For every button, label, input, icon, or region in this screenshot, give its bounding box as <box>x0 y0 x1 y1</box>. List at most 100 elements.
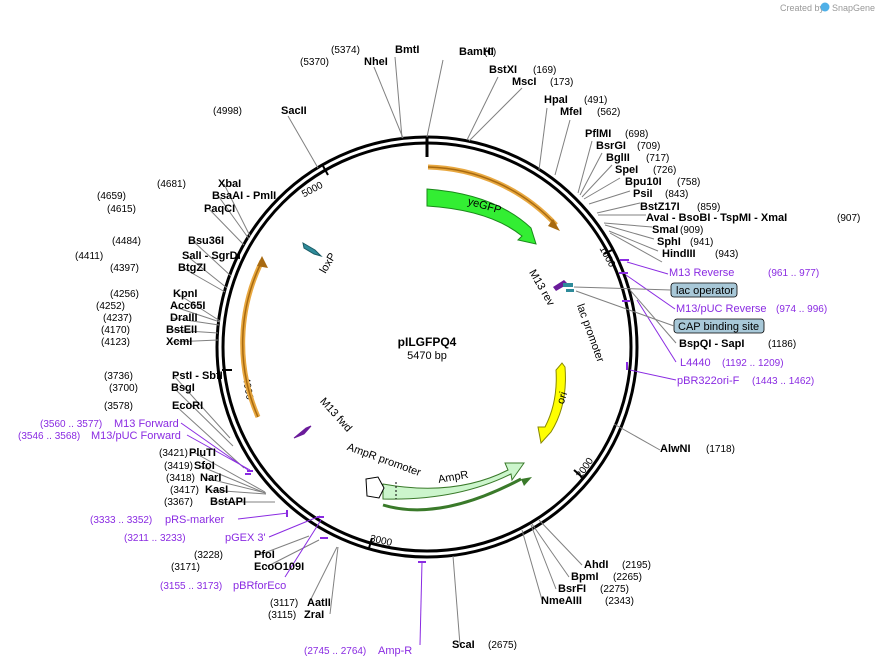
site-name: SpeI <box>615 164 638 176</box>
primer-range: (3560 .. 3577) <box>40 419 102 430</box>
site-name: BsrFI <box>558 583 586 595</box>
site-position: (5370) <box>300 57 329 68</box>
lac-operator-label: lac operator <box>676 285 734 297</box>
site-position: (4998) <box>213 106 242 117</box>
site-position: (3578) <box>104 401 133 412</box>
primer-name: pRS-marker <box>165 514 225 526</box>
site-position: (0) <box>484 47 496 58</box>
site-position: (4484) <box>112 236 141 247</box>
primer-range: (3155 .. 3173) <box>160 581 222 592</box>
site-name: DraIII <box>170 312 198 324</box>
site-position: (717) <box>646 153 669 164</box>
site-name: PstI - SbfI <box>172 370 223 382</box>
primer-name: L4440 <box>680 357 711 369</box>
site-labels: BamHI(0)BstXI(169)MscI(173)HpaI(491)MfeI… <box>75 44 860 651</box>
primer-range: (3211 .. 3233) <box>124 533 186 544</box>
site-position: (758) <box>677 177 700 188</box>
primer-name: pBR322ori-F <box>677 375 740 387</box>
site-name: SphI <box>657 236 681 248</box>
orf-arrow-top <box>548 219 560 231</box>
site-name: BstXI <box>489 64 517 76</box>
ampr-promoter-arrow <box>365 476 385 499</box>
site-name: Bpu10I <box>625 176 662 188</box>
site-position: (2195) <box>622 560 651 571</box>
site-name: XbaI <box>218 178 241 190</box>
site-position: (941) <box>690 237 713 248</box>
orf-arc-left-edge <box>241 260 263 418</box>
site-name: EcoRI <box>172 400 203 412</box>
site-name: PaqCI <box>204 203 235 215</box>
site-position: (1186) <box>768 339 796 350</box>
site-name: BspQI - SapI <box>679 338 744 350</box>
primer-name: M13 Reverse <box>669 267 734 279</box>
site-name: BstZ17I <box>640 201 680 213</box>
site-position: (3700) <box>109 383 138 394</box>
tick-mark <box>322 165 329 176</box>
plasmid-name: pILGFPQ4 <box>398 335 457 349</box>
m13-fwd-label: M13 fwd <box>317 396 354 435</box>
cap-site-feature <box>566 289 574 292</box>
site-name: AvaI - BsoBI - TspMI - XmaI <box>646 212 787 224</box>
site-leader-lines <box>171 56 677 646</box>
site-name: HpaI <box>544 94 568 106</box>
site-position: (3171) <box>171 562 200 573</box>
site-position: (4681) <box>157 179 186 190</box>
primer-range: (1192 .. 1209) <box>722 358 784 369</box>
loxp-label: loxP <box>318 251 339 276</box>
snapgene-logo-icon <box>820 2 830 12</box>
site-name: BstEII <box>166 324 197 336</box>
site-name: NmeAIII <box>541 595 582 607</box>
site-position: (2275) <box>600 584 629 595</box>
cap-site-label: CAP binding site <box>678 321 759 333</box>
primer-name: Amp-R <box>378 645 412 657</box>
site-position: (1718) <box>706 444 735 455</box>
yegfp-feature-arrow <box>426 188 537 245</box>
site-name: AlwNI <box>660 443 691 455</box>
m13-rev-feature <box>553 280 568 291</box>
site-position: (943) <box>715 249 738 260</box>
site-position: (859) <box>697 202 720 213</box>
site-position: (4123) <box>101 337 130 348</box>
site-name: SalI - SgrDI <box>182 250 241 262</box>
tick-mark <box>603 248 615 255</box>
site-position: (698) <box>625 129 648 140</box>
site-position: (562) <box>597 107 620 118</box>
site-name: SfoI <box>194 460 215 472</box>
site-position: (5374) <box>331 45 360 56</box>
orf-arc-bottom <box>382 477 522 512</box>
site-name: HindIII <box>662 248 696 260</box>
primer-range: (961 .. 977) <box>768 268 819 279</box>
primer-name: pBRforEco <box>233 580 286 592</box>
ori-label: ori <box>555 390 570 405</box>
ori-feature-arrow <box>537 362 566 445</box>
primer-range: (3546 .. 3568) <box>18 431 80 442</box>
site-name: KasI <box>205 484 228 496</box>
site-name: BmtI <box>395 44 419 56</box>
ampr-feature-arrow <box>382 462 525 500</box>
site-name: Bsu36I <box>188 235 224 247</box>
site-name: BstAPI <box>210 496 246 508</box>
orf-arrow-left <box>257 256 268 268</box>
site-name: PsiI <box>633 188 653 200</box>
primer-name: M13/pUC Forward <box>91 430 181 442</box>
site-name: XcmI <box>166 336 192 348</box>
site-name: SmaI <box>652 224 678 236</box>
site-name: BamHI <box>459 46 494 58</box>
site-name: AatII <box>307 597 331 609</box>
cap-site-leader <box>575 290 675 327</box>
orf-arc-top-edge <box>427 166 557 226</box>
m13-fwd-feature <box>293 425 312 439</box>
site-position: (2265) <box>613 572 642 583</box>
site-position: (3417) <box>170 485 199 496</box>
site-position: (4170) <box>101 325 130 336</box>
site-position: (3228) <box>194 550 223 561</box>
site-position: (4237) <box>103 313 132 324</box>
orf-arrow-bottom <box>521 477 532 486</box>
loxp-feature <box>302 242 323 258</box>
site-name: PflMI <box>585 128 611 140</box>
plasmid-length: 5470 bp <box>407 350 447 362</box>
created-by-text: Created by <box>780 3 825 13</box>
site-position: (491) <box>584 95 607 106</box>
site-name: BsaAI - PmlI <box>212 190 276 202</box>
